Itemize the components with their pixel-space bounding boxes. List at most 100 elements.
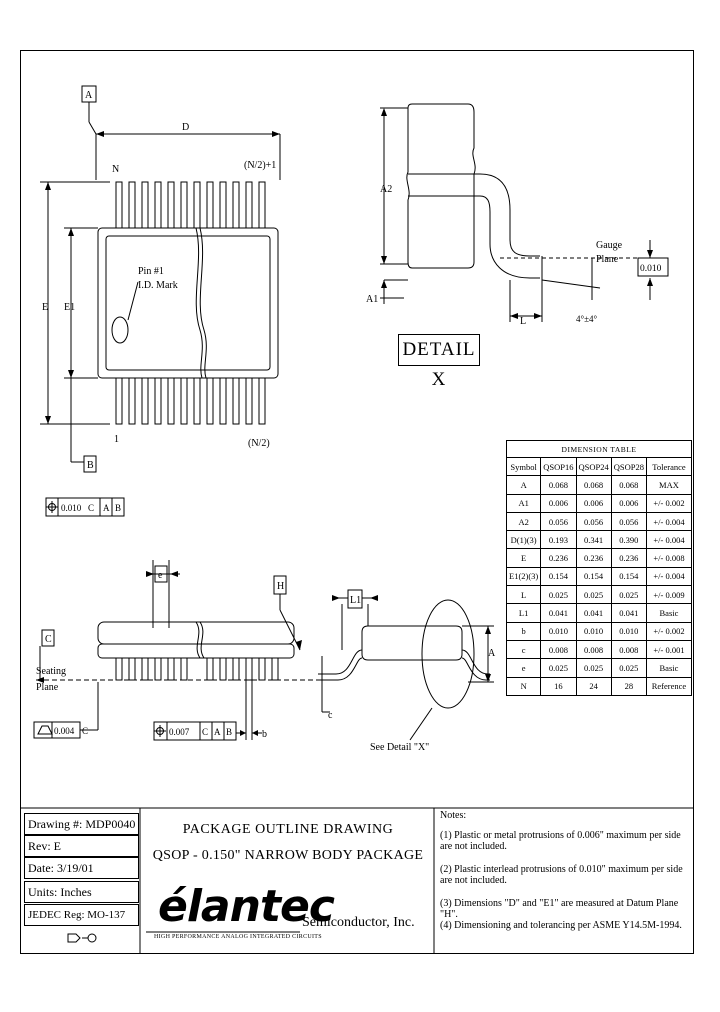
table-cell: 0.390	[610, 530, 647, 550]
side-body-bottom	[97, 643, 295, 659]
table-cell: +/- 0.004	[645, 566, 692, 587]
table-cell: 0.068	[575, 475, 612, 495]
table-cell: L1	[505, 603, 542, 623]
detail-body	[406, 103, 476, 269]
pos-frame-a: A	[214, 727, 221, 737]
datum-c-text: C	[45, 634, 52, 645]
table-header: QSOP28	[610, 456, 647, 477]
tol-frame-value: 0.010	[61, 503, 82, 513]
table-cell: Basic	[645, 658, 692, 678]
table-cell: 0.056	[575, 511, 612, 532]
table-cell: 0.010	[540, 621, 577, 641]
tol-frame-b: B	[115, 503, 121, 513]
dim-a1-text: A1	[366, 294, 378, 305]
bottom-leads	[115, 377, 266, 425]
table-cell: 0.025	[575, 658, 612, 678]
drawing-title: PACKAGE OUTLINE DRAWING	[182, 822, 394, 837]
datum-b-box	[83, 455, 97, 473]
jedec-reg: JEDEC Reg: MO-137	[24, 904, 139, 926]
table-cell: 0.236	[540, 548, 577, 568]
tol-frame-c: C	[88, 503, 94, 513]
table-cell: 0.341	[575, 530, 612, 550]
table-cell: +/- 0.002	[645, 621, 692, 641]
end-a-text: A	[488, 648, 496, 659]
detail-circle	[421, 599, 475, 709]
note-item: (4) Dimensioning and tolerancing per ASM…	[440, 920, 682, 931]
table-cell: 0.025	[540, 658, 577, 678]
table-cell: Basic	[645, 603, 692, 623]
units: Units: Inches	[24, 881, 139, 903]
gauge-text-2: Plane	[596, 254, 619, 265]
side-leads	[115, 657, 279, 681]
company-suffix: Semiconductor, Inc.	[302, 915, 415, 930]
pos-frame-c: C	[202, 727, 208, 737]
pin-mark-text-2: I.D. Mark	[138, 280, 178, 291]
table-cell: Reference	[645, 676, 692, 696]
table-cell: 0.056	[610, 511, 647, 532]
flatness-datum-text: C	[82, 726, 88, 736]
table-cell: 0.006	[540, 493, 577, 513]
table-header: QSOP16	[540, 456, 577, 477]
table-cell: 16	[540, 676, 577, 696]
top-leads	[115, 181, 266, 229]
drawing-sheet	[20, 50, 694, 954]
dim-b-text: b	[262, 729, 267, 740]
table-cell: E	[505, 548, 542, 568]
table-cell: 0.154	[610, 566, 647, 587]
datum-b-text: B	[87, 460, 94, 471]
table-cell: 0.056	[540, 511, 577, 532]
table-header: Symbol	[505, 456, 542, 477]
table-cell: 0.068	[540, 475, 577, 495]
dim-e-pitch-text: e	[158, 570, 163, 581]
table-cell: 0.008	[540, 639, 577, 660]
company-tagline: HIGH PERFORMANCE ANALOG INTEGRATED CIRCU…	[154, 934, 322, 940]
seating-text-1: Seating	[36, 666, 66, 677]
dim-a2-text: A2	[380, 184, 392, 195]
dim-l1-box	[347, 589, 363, 609]
note-item: (3) Dimensions "D" and "E1" are measured…	[440, 898, 679, 920]
table-cell: e	[505, 658, 542, 678]
revision: Rev: E	[24, 835, 139, 857]
table-cell: 0.025	[575, 585, 612, 605]
table-cell: c	[505, 639, 542, 660]
datum-a-text: A	[85, 90, 93, 101]
pin1-mark	[111, 316, 129, 344]
pos-frame-value: 0.007	[169, 727, 190, 737]
pin-n2p1-text: (N/2)+1	[244, 160, 276, 171]
table-cell: +/- 0.002	[645, 493, 692, 513]
dim-e-text: E	[42, 302, 48, 313]
date: Date: 3/19/01	[24, 857, 139, 879]
table-cell: A	[505, 475, 542, 495]
table-cell: 0.236	[575, 548, 612, 568]
drawing-number: Drawing #: MDP0040	[24, 813, 139, 835]
note-item: (2) Plastic interlead protrusions of 0.0…	[440, 864, 683, 886]
detail-x-title: DETAIL X	[398, 334, 480, 390]
tol-frame-a: A	[103, 503, 110, 513]
note-item: (1) Plastic or metal protrusions of 0.00…	[440, 830, 681, 852]
dim-l-text: L	[520, 316, 526, 327]
table-cell: 0.025	[610, 658, 647, 678]
pin-1-text: 1	[114, 434, 119, 445]
table-cell: L	[505, 585, 542, 605]
pin-n2-text: (N/2)	[248, 438, 270, 449]
table-cell: 0.006	[610, 493, 647, 513]
dim-e-box	[154, 565, 168, 583]
table-cell: 0.025	[540, 585, 577, 605]
table-cell: A2	[505, 511, 542, 532]
dimension-table: DIMENSION TABLE Symbol QSOP16 QSOP24 QSO…	[505, 440, 692, 696]
table-header: QSOP24	[575, 456, 612, 477]
table-cell: b	[505, 621, 542, 641]
table-cell: +/- 0.009	[645, 585, 692, 605]
pos-frame-b: B	[226, 727, 232, 737]
table-cell: 0.010	[575, 621, 612, 641]
